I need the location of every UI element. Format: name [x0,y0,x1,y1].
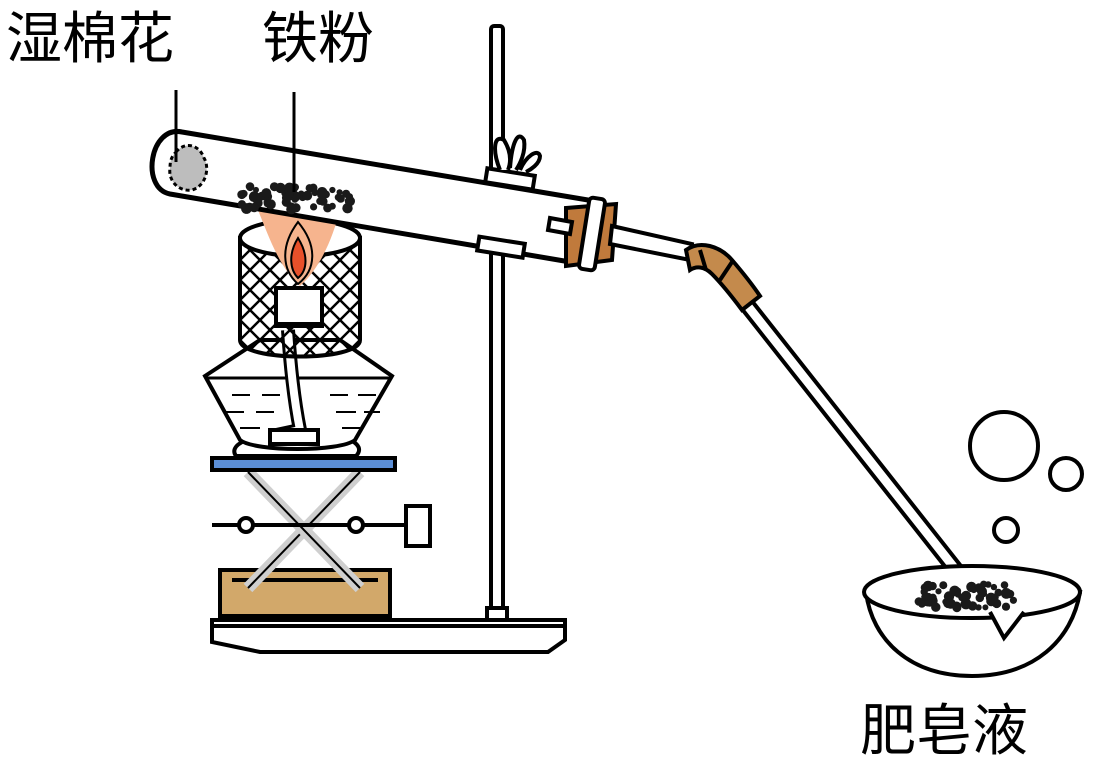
particle [982,604,989,611]
particle [931,602,941,612]
particle [237,190,247,200]
particle [970,586,977,594]
bubbles-icon [968,410,1084,544]
particle [1001,602,1011,611]
particle [990,583,998,591]
particle [336,194,345,203]
particle [960,598,972,610]
particle [253,186,259,193]
particle [1009,596,1018,604]
particle [237,200,246,209]
rubber-tube-icon [683,243,763,313]
particle [920,583,929,592]
particle [302,190,313,201]
particle [281,193,292,203]
lab-jack-icon [210,456,432,618]
delivery-tube-icon [607,223,975,591]
label-iron-powder: 铁粉 [262,7,374,72]
particle [945,598,956,609]
soap-foam-icon [914,580,1018,613]
particle [249,193,257,202]
particle [317,188,328,200]
particle [1000,581,1009,589]
particle [316,197,324,205]
particle [249,202,259,213]
cork-stopper-icon [545,195,619,273]
particle [323,203,332,213]
clamp-icon [474,134,543,260]
particle [984,581,992,588]
particle [921,593,929,601]
particle [269,182,279,192]
particle [261,188,272,199]
particle [310,203,318,211]
label-wet-cotton: 湿棉花 [6,7,174,72]
particle [1000,588,1012,599]
particle [954,591,962,598]
particle [329,186,336,194]
particle [305,184,314,193]
particle [265,199,276,210]
particle [939,581,948,590]
particle [991,593,999,601]
particle [342,189,351,198]
particle [286,204,297,215]
test-tube-icon [149,129,604,267]
iron-stand-base [210,618,567,654]
label-soap-solution: 肥皂液 [860,699,1028,764]
particle [918,600,926,608]
particle [336,189,343,196]
particle [344,196,355,207]
particle [246,184,254,192]
iron-stand-rod [485,24,509,622]
particle [935,588,942,595]
wet-cotton-icon [168,143,209,192]
label-pointers [174,90,296,192]
flame-icon [258,210,340,286]
